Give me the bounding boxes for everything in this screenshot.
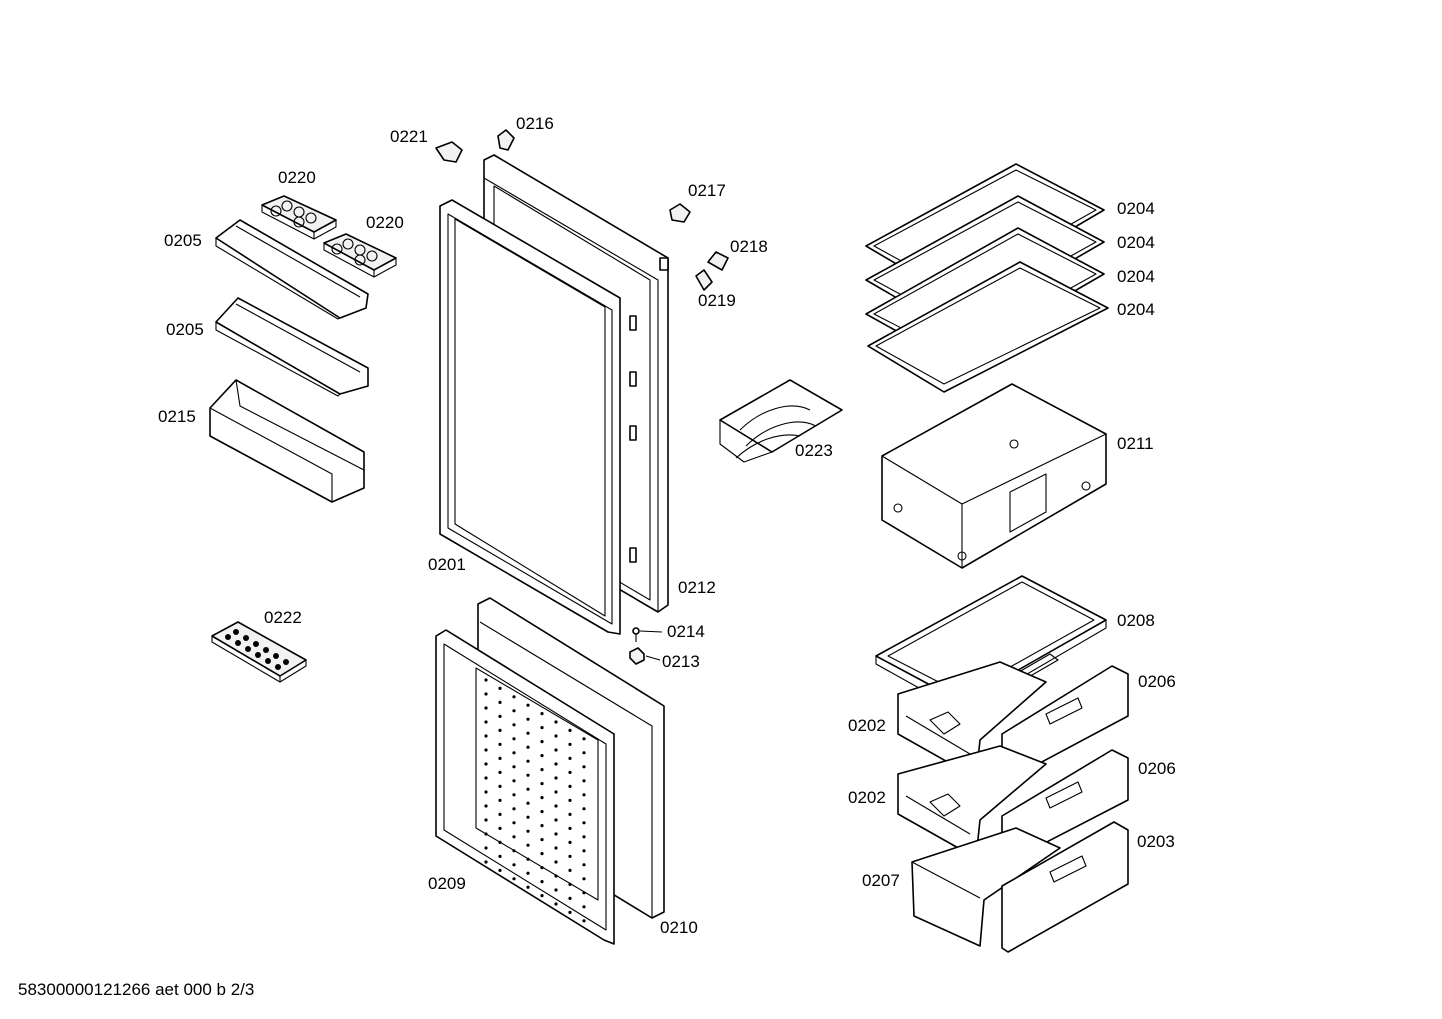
drawer-0207-bottom [911, 827, 1061, 947]
label-0206-b: 0206 [1138, 759, 1176, 778]
label-0204-a: 0204 [1117, 199, 1155, 218]
hinge-part-0219 [695, 269, 713, 291]
freezer-door-dot-grid [484, 678, 586, 923]
door-shelf-0215-bottom [209, 379, 365, 503]
document-footer: 58300000121266 aet 000 b 2/3 [18, 980, 255, 999]
drawer-front-0203-bottom [1001, 821, 1129, 953]
label-0205-b: 0205 [166, 320, 204, 339]
label-0210: 0210 [660, 918, 698, 937]
block-0213 [629, 647, 661, 665]
label-0220-b: 0220 [366, 213, 404, 232]
label-0204-c: 0204 [1117, 267, 1155, 286]
label-0221: 0221 [390, 127, 428, 146]
label-0211: 0211 [1117, 434, 1154, 453]
label-0223: 0223 [795, 441, 833, 460]
label-0203: 0203 [1137, 832, 1175, 851]
label-0202-a: 0202 [848, 716, 886, 735]
egg-tray-0220-a [261, 195, 337, 240]
label-0201: 0201 [428, 555, 466, 574]
label-0215: 0215 [158, 407, 196, 426]
label-0207: 0207 [862, 871, 900, 890]
hinge-part-0218 [707, 251, 729, 271]
hinge-cover-0221 [435, 141, 463, 163]
ice-cube-tray-0222 [211, 621, 307, 683]
label-0214: 0214 [667, 622, 705, 641]
door-shelf-0205-middle [215, 297, 369, 397]
label-0209: 0209 [428, 874, 466, 893]
label-0218: 0218 [730, 237, 768, 256]
label-0204-b: 0204 [1117, 233, 1155, 252]
door-gasket-0201 [439, 199, 621, 635]
label-0222: 0222 [264, 608, 302, 627]
hinge-part-0217 [669, 203, 691, 223]
label-0208: 0208 [1117, 611, 1155, 630]
label-0213: 0213 [662, 652, 700, 671]
label-0219: 0219 [698, 291, 736, 310]
label-0220-a: 0220 [278, 168, 316, 187]
label-0216: 0216 [516, 114, 554, 133]
label-0205-a: 0205 [164, 231, 202, 250]
screw-0214 [632, 627, 663, 642]
label-0202-b: 0202 [848, 788, 886, 807]
label-0217: 0217 [688, 181, 726, 200]
drawer-0202-upper [897, 661, 1047, 779]
glass-shelf-0204-d [867, 261, 1109, 393]
label-0206-a: 0206 [1138, 672, 1176, 691]
label-0212: 0212 [678, 578, 716, 597]
bottle-holder-0223 [719, 379, 843, 463]
freezer-gasket-0209 [435, 629, 615, 945]
label-0204-d: 0204 [1117, 300, 1155, 319]
door-shelf-0205-top [215, 219, 369, 320]
egg-tray-0220-b [323, 233, 397, 278]
drawer-0202-lower [897, 745, 1047, 859]
hinge-pin-0216 [497, 129, 515, 151]
crisper-box-0211 [881, 383, 1107, 569]
